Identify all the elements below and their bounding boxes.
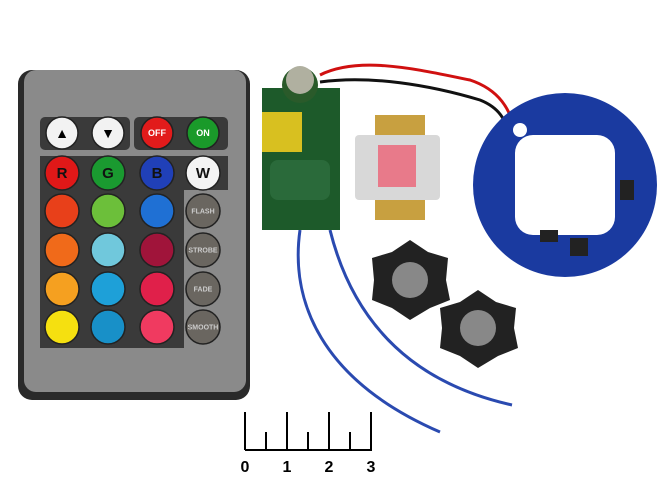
power-on-button[interactable]: [186, 116, 220, 150]
mode-fade-button[interactable]: [185, 271, 221, 307]
mode-smooth-button-label: SMOOTH: [188, 324, 219, 331]
color-button[interactable]: [90, 271, 126, 307]
color-r-button-label: R: [57, 165, 68, 182]
led-driver-board: [262, 66, 340, 230]
scale-tick-2: 2: [325, 459, 334, 476]
color-g-button[interactable]: [90, 155, 126, 191]
ir-remote: ▲ ▼ OFF ON R G B W FLASH STROBE FADE SMOOTH: [18, 70, 250, 400]
color-button[interactable]: [139, 271, 175, 307]
color-button[interactable]: [44, 271, 80, 307]
mode-flash-button[interactable]: [185, 193, 221, 229]
color-button[interactable]: [44, 309, 80, 345]
color-button[interactable]: [139, 232, 175, 268]
scale-ruler: [244, 412, 372, 451]
color-g-button-label: G: [102, 165, 114, 182]
led-star-pcb-2: [440, 290, 518, 368]
power-off-button[interactable]: [140, 116, 174, 150]
color-button[interactable]: [44, 193, 80, 229]
mode-strobe-button[interactable]: [185, 232, 221, 268]
mode-flash-button-label: FLASH: [191, 208, 214, 215]
blue-wire-1: [296, 229, 441, 434]
ring-controller-pcb: [473, 93, 657, 277]
color-w-button[interactable]: [185, 155, 221, 191]
scale-tick-0: 0: [241, 459, 250, 476]
brightness-down-icon: ▼: [101, 125, 115, 141]
brightness-up-icon: ▲: [55, 125, 69, 141]
10w-led-chip: [355, 115, 440, 220]
color-w-button-label: W: [196, 165, 211, 182]
power-on-button-label: ON: [196, 128, 210, 138]
brightness-up-button[interactable]: [45, 116, 79, 150]
color-button[interactable]: [90, 193, 126, 229]
color-r-button[interactable]: [44, 155, 80, 191]
color-button[interactable]: [90, 309, 126, 345]
color-b-button[interactable]: [139, 155, 175, 191]
mode-fade-button-label: FADE: [194, 286, 213, 293]
color-button[interactable]: [44, 232, 80, 268]
color-button[interactable]: [139, 309, 175, 345]
scale-tick-1: 1: [283, 459, 292, 476]
red-wire: [319, 63, 517, 131]
color-button[interactable]: [90, 232, 126, 268]
color-b-button-label: B: [152, 165, 163, 182]
color-button[interactable]: [139, 193, 175, 229]
led-star-pcb-1: [372, 240, 450, 320]
scale-tick-3: 3: [367, 459, 376, 476]
mode-smooth-button[interactable]: [185, 309, 221, 345]
power-off-button-label: OFF: [148, 128, 166, 138]
mode-strobe-button-label: STROBE: [188, 247, 218, 254]
brightness-down-button[interactable]: [91, 116, 125, 150]
blue-wire-2: [328, 229, 513, 407]
